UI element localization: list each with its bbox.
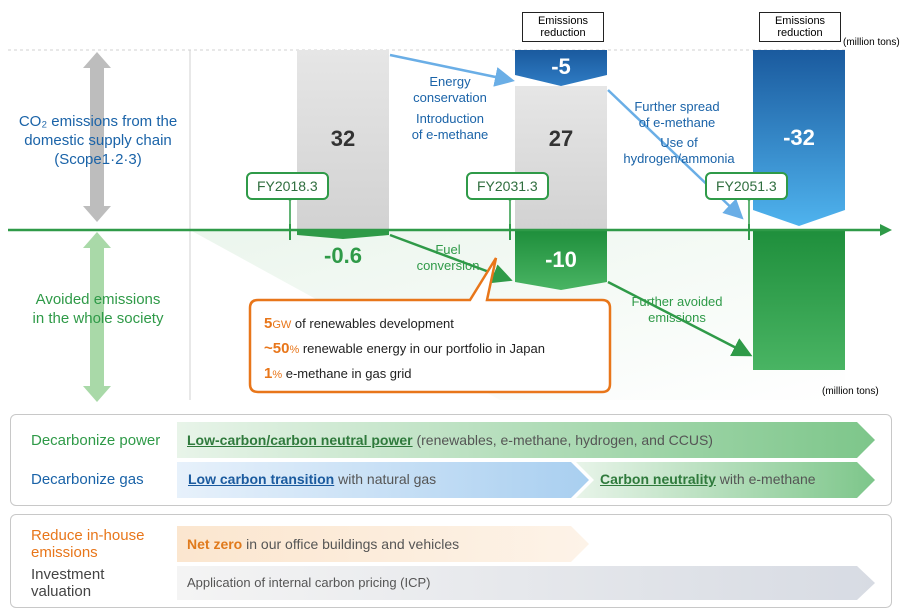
avoided-arrow-icon — [83, 232, 111, 402]
avoided-arrow — [607, 280, 753, 357]
er-line1: Emissions — [537, 15, 589, 27]
value-fy2018-emissions: 32 — [330, 126, 356, 151]
callout-num: ~50 — [264, 340, 290, 357]
row-label-line: emissions — [31, 544, 98, 561]
note-line: Energy — [429, 74, 471, 89]
arrow-icp — [177, 566, 875, 600]
row-label-decarbonize-power: Decarbonize power — [31, 432, 161, 449]
note-line: Further avoided — [631, 294, 723, 309]
bar-fy2051-avoided — [753, 231, 845, 370]
er-line2: reduction — [540, 27, 586, 39]
row-text-rest: with natural gas — [334, 471, 437, 487]
emissions-diagram — [8, 49, 892, 402]
callout-unit: % — [289, 344, 300, 356]
energy-arrow — [389, 53, 515, 87]
emissions-reduction-box-2051: Emissions reduction — [759, 12, 841, 42]
bar-fy2018-avoided — [297, 231, 389, 239]
decarbonize-panel: Decarbonize power Decarbonize gas Low-ca… — [10, 414, 892, 506]
avoided-label-line1: Avoided emissions — [35, 291, 161, 308]
note-line: hydrogen/ammonia — [623, 151, 735, 166]
row-text-bold: Net zero — [187, 536, 243, 552]
row-text-gas-a: Low carbon transition with natural gas — [188, 471, 436, 487]
panel2-arrows — [177, 526, 875, 600]
value-fy2031-emissions: 27 — [548, 126, 574, 151]
callout-text: e-methane in gas grid — [282, 366, 412, 381]
row-label-line: valuation — [31, 583, 92, 600]
unit-top: (million tons) — [843, 37, 900, 48]
note-use-hydrogen: Use of hydrogen/ammonia — [614, 135, 744, 167]
callout-text: of renewables development — [291, 316, 454, 331]
row-label-reduce-inhouse: Reduce in-house emissions — [31, 527, 144, 561]
avoided-label: Avoided emissions in the whole society — [8, 290, 188, 328]
scope-label: CO₂ emissions from the domestic supply c… — [8, 112, 188, 169]
row-label-decarbonize-gas: Decarbonize gas — [31, 471, 144, 488]
callout-unit: GW — [272, 319, 292, 331]
callout-item-2: ~50% renewable energy in our portfolio i… — [264, 337, 545, 362]
value-fy2031-avoided: -10 — [545, 247, 577, 272]
callout-num: 1 — [264, 365, 273, 382]
er-line2: reduction — [777, 27, 823, 39]
arrow-net-zero — [177, 526, 589, 562]
note-line: emissions — [648, 310, 706, 325]
callout-unit: % — [272, 369, 283, 381]
row-label-line: Investment — [31, 566, 105, 583]
callout-content: 5GW of renewables development ~50% renew… — [264, 312, 545, 387]
row-text-bold: Carbon neutrality — [600, 471, 716, 487]
note-line: of e-methane — [411, 127, 489, 142]
arrow-decarbonize-power — [177, 422, 875, 458]
note-line: Further spread — [634, 99, 720, 114]
er-line1: Emissions — [774, 15, 826, 27]
bar-fy2031-emissions — [515, 86, 607, 229]
row-label-investment: Investment valuation — [31, 566, 104, 600]
callout-item-1: 5GW of renewables development — [264, 312, 545, 337]
row-text-rest: with e-methane — [715, 471, 816, 487]
note-line: Introduction — [416, 111, 484, 126]
row-text-icp: Application of internal carbon pricing (… — [187, 575, 431, 590]
bar-fy2031-avoided — [515, 231, 607, 290]
callout-num: 5 — [264, 315, 273, 332]
unit-bottom: (million tons) — [822, 386, 879, 397]
value-fy2051-reduction: -32 — [783, 125, 815, 150]
milestone-fy2018: FY2018.3 — [246, 172, 329, 200]
milestone-fy2051: FY2051.3 — [705, 172, 788, 200]
row-text-rest: in our office buildings and vehicles — [242, 536, 460, 552]
row-text-net-zero: Net zero in our office buildings and veh… — [187, 536, 459, 552]
panel1-arrows — [177, 422, 875, 498]
row-text-gas-b: Carbon neutrality with e-methane — [600, 471, 816, 487]
note-line: conversion — [416, 258, 480, 273]
inhouse-panel: Reduce in-house emissions Investment val… — [10, 514, 892, 608]
note-line: Use of — [660, 135, 698, 150]
avoided-label-line2: in the whole society — [32, 310, 164, 327]
scope-arrow-icon — [83, 52, 111, 222]
timeline-arrow-icon — [880, 224, 892, 236]
row-text-bold: Low-carbon/carbon neutral power — [187, 432, 413, 448]
scope-label-line3: (Scope1·2·3) — [54, 151, 142, 168]
note-fuel-conversion: Fuel conversion — [408, 242, 488, 274]
note-further-avoided: Further avoided emissions — [622, 294, 732, 326]
emissions-reduction-box-2031: Emissions reduction — [522, 12, 604, 42]
scope-label-line1: CO₂ emissions from the — [18, 113, 178, 130]
callout-box — [248, 257, 612, 394]
callout-item-3: 1% e-methane in gas grid — [264, 362, 545, 387]
note-line: conservation — [413, 90, 487, 105]
row-text-bold: Low carbon transition — [188, 471, 335, 487]
note-further-spread: Further spread of e-methane — [622, 99, 732, 131]
scope-label-line2: domestic supply chain — [24, 132, 172, 149]
value-fy2018-avoided: -0.6 — [324, 243, 362, 268]
row-label-line: Reduce in-house — [31, 527, 145, 544]
note-energy-conservation: Energy conservation — [395, 74, 505, 106]
arrow-carbon-neutrality — [576, 462, 875, 498]
note-line: Fuel — [435, 242, 461, 257]
bar-fy2031-reduction — [515, 50, 607, 86]
note-line: of e-methane — [638, 115, 716, 130]
row-text-rest: (renewables, e-methane, hydrogen, and CC… — [412, 432, 713, 448]
row-text-power: Low-carbon/carbon neutral power (renewab… — [187, 432, 713, 448]
arrow-low-carbon-transition — [177, 462, 589, 498]
callout-text: renewable energy in our portfolio in Jap… — [299, 341, 545, 356]
value-fy2031-reduction: -5 — [551, 54, 571, 79]
note-intro-emethane: Introduction of e-methane — [395, 111, 505, 143]
milestone-fy2031: FY2031.3 — [466, 172, 549, 200]
